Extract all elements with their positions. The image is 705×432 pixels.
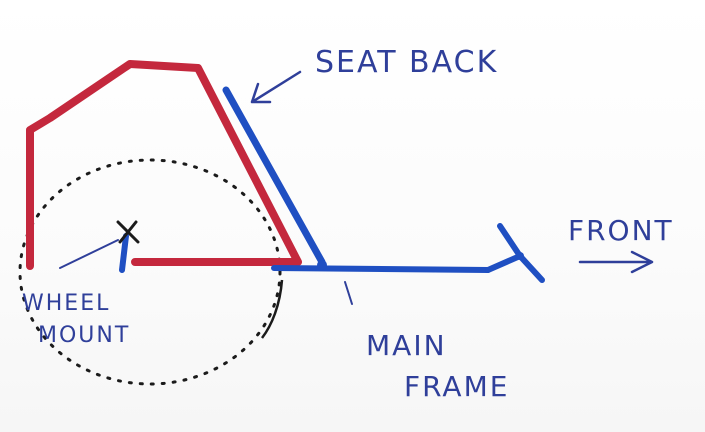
main-joint	[317, 260, 327, 270]
wheel-label: WHEEL	[22, 291, 110, 316]
front-joint	[516, 252, 524, 260]
wheel-mount-post	[119, 233, 129, 273]
blue-main-frame	[271, 265, 491, 273]
main-label: MAIN	[366, 329, 447, 362]
blue-front-fork	[485, 223, 545, 283]
front-arrow	[578, 250, 654, 274]
mount-label: MOUNT	[38, 323, 130, 348]
main-frame-pointer	[344, 281, 353, 305]
blue-seat-back	[222, 86, 326, 266]
wheel-mount-pointer	[59, 239, 119, 269]
seat-back-label: SEAT BACK	[315, 45, 498, 80]
red-seat-outline	[26, 60, 302, 270]
seat-back-arrow	[250, 70, 302, 104]
axle-x-mark	[116, 220, 140, 244]
frame-label: FRAME	[404, 370, 509, 403]
wheel-circle-dotted	[18, 158, 282, 386]
front-label: FRONT	[568, 214, 674, 247]
wheel-solid-segment	[261, 279, 284, 339]
